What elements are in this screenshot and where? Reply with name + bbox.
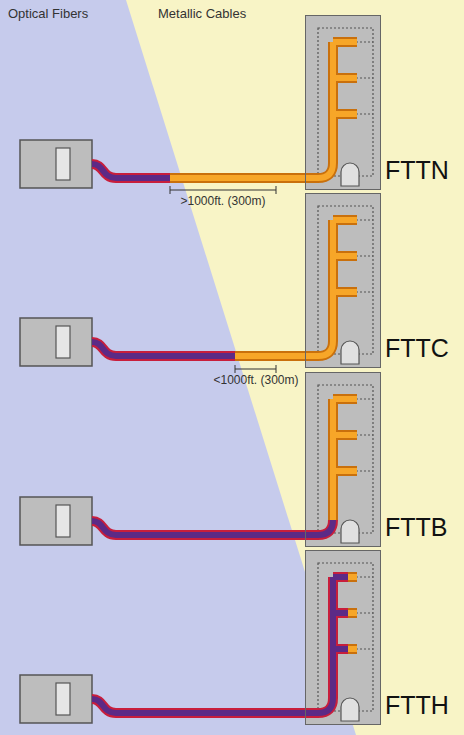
central-office (20, 675, 92, 723)
technology-label: FTTH (385, 693, 449, 718)
metal-cable-edge (235, 220, 357, 356)
building-box: FTTB (305, 372, 381, 547)
dimension-tick (276, 365, 277, 373)
office-equipment (56, 505, 70, 537)
fiber-cable-edge (92, 520, 333, 535)
dimension-line (170, 190, 276, 191)
building-floors (318, 563, 373, 711)
building-box: FTTC (305, 193, 381, 368)
dimension-tick (170, 186, 171, 194)
dimension-line (235, 369, 276, 370)
fiber-cable (92, 342, 235, 356)
fiber-cable (92, 164, 170, 178)
metal-cable (348, 577, 357, 649)
fiber-cable-edge (92, 164, 170, 178)
dimension-tick (235, 365, 236, 373)
technology-label: FTTN (385, 158, 449, 183)
fiber-cable-edge (92, 577, 348, 713)
fiber-cable (92, 577, 348, 713)
metal-cable (235, 220, 357, 356)
terminal-dome (341, 698, 359, 721)
metal-cable-edge (170, 42, 357, 178)
building-box: FTTH (305, 550, 381, 725)
metal-cable (170, 42, 357, 178)
terminal-dome (341, 520, 359, 543)
office-equipment (56, 326, 70, 358)
dimension-label: >1000ft. (300m) (180, 194, 265, 208)
terminal-dome (341, 341, 359, 364)
dimension-tick (276, 186, 277, 194)
zone-label: Optical Fibers (8, 6, 88, 21)
central-office (20, 318, 92, 366)
terminal-dome (341, 163, 359, 186)
technology-label: FTTC (385, 336, 449, 361)
fiber-zone (0, 0, 356, 735)
fiber-cable (92, 520, 333, 535)
building-box: FTTN (305, 15, 381, 190)
metal-cable-edge (348, 577, 357, 649)
metal-cable (333, 399, 357, 520)
central-office (20, 140, 92, 188)
office-equipment (56, 683, 70, 715)
dimension-label: <1000ft. (300m) (213, 373, 298, 387)
technology-label: FTTB (385, 515, 448, 540)
building-floors (318, 206, 373, 354)
building-floors (318, 28, 373, 176)
office-equipment (56, 148, 70, 180)
building (305, 372, 381, 547)
zone-label: Metallic Cables (158, 6, 246, 21)
central-office (20, 497, 92, 545)
metal-cable-edge (333, 399, 357, 520)
building-floors (318, 385, 373, 533)
fiber-cable-edge (92, 342, 235, 356)
